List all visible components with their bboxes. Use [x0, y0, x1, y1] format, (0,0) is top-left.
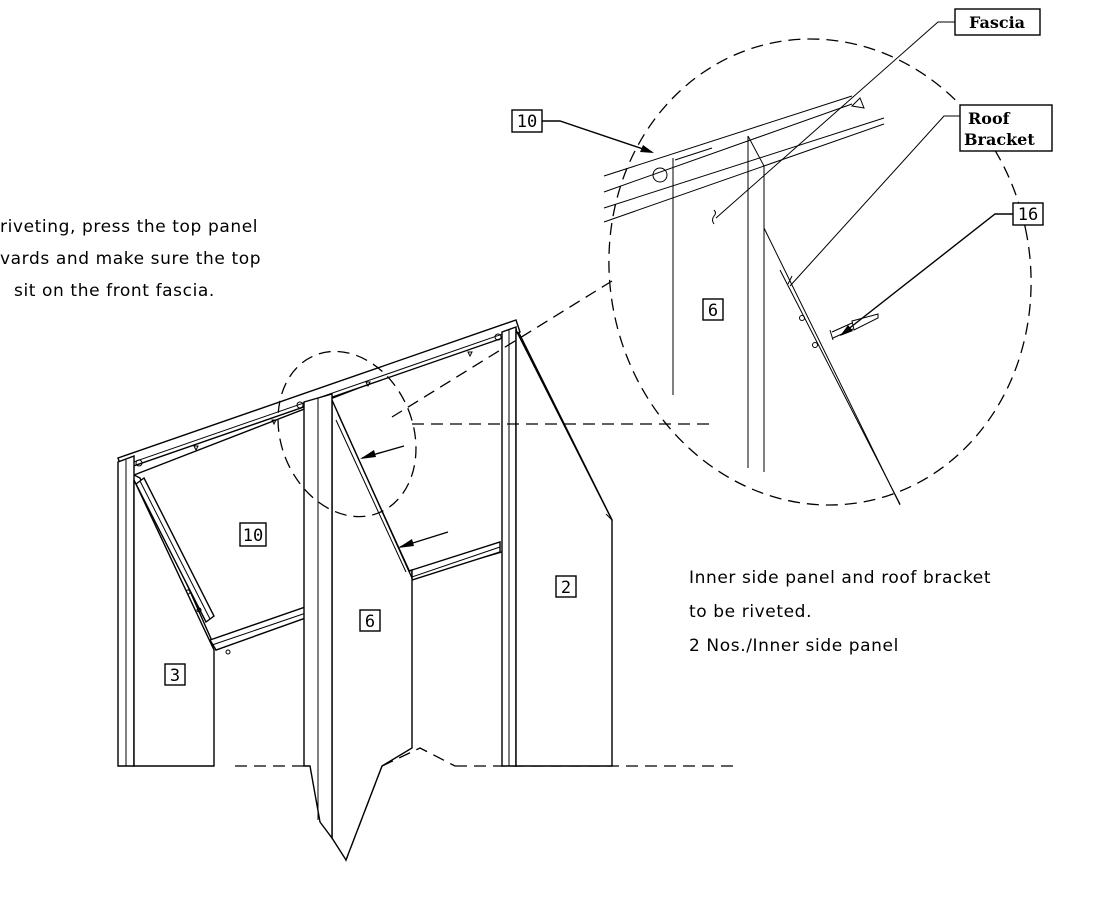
tag-6-main: 6 [359, 609, 381, 632]
instruction-top-left: riveting, press the top panel vards and … [0, 217, 261, 301]
instruction-line-3: sit on the front fascia. [14, 281, 215, 301]
detail-circle-small [277, 350, 417, 518]
instruction-line-2: vards and make sure the top [0, 249, 261, 269]
roof-bracket-label-line-2: Bracket [964, 130, 1035, 149]
main-assembly: 10 6 2 3 [117, 319, 614, 862]
fascia-hole-right [494, 333, 502, 341]
callout-roof-bracket: Roof Bracket [789, 104, 1053, 287]
detail-indicator [277, 280, 710, 518]
instruction-right: Inner side panel and roof bracket to be … [689, 568, 991, 656]
svg-text:2: 2 [561, 578, 571, 598]
instruction-line-1: riveting, press the top panel [0, 217, 258, 237]
side-panel-3 [133, 479, 215, 767]
detail-view: 6 [603, 38, 1032, 506]
callout-fascia: Fascia [715, 8, 1041, 219]
detail-rivet-16 [829, 313, 879, 341]
rivet-arrow-upper [360, 445, 405, 459]
detail-rivet-point [712, 209, 716, 225]
tag-6-detail: 6 [702, 298, 724, 321]
callout-10: 10 [511, 109, 654, 153]
svg-text:6: 6 [365, 612, 375, 632]
fascia-hole-left [135, 459, 143, 467]
svg-text:10: 10 [517, 112, 537, 132]
fascia-hole-mid [296, 401, 304, 409]
svg-text:3: 3 [170, 666, 180, 686]
tag-2-main: 2 [555, 575, 577, 598]
detail-circle-large [608, 38, 1032, 506]
rivet-note-line-2: to be riveted. [689, 602, 812, 622]
detail-fascia-hole [652, 167, 668, 183]
fascia-label: Fascia [969, 13, 1025, 32]
rivet-note-line-1: Inner side panel and roof bracket [689, 568, 991, 588]
svg-text:6: 6 [708, 301, 718, 321]
rivet-arrow-lower [398, 531, 449, 548]
tag-3-main: 3 [164, 663, 186, 686]
svg-text:16: 16 [1018, 205, 1038, 225]
tag-10-main: 10 [239, 522, 267, 547]
detail-triangle-mark [850, 97, 865, 109]
side-panel-2 [515, 329, 613, 767]
svg-text:10: 10 [243, 526, 263, 546]
callout-16: 16 [840, 202, 1044, 336]
roof-bracket-label-line-1: Roof [968, 109, 1011, 128]
rivet-note-line-3: 2 Nos./Inner side panel [689, 636, 899, 656]
